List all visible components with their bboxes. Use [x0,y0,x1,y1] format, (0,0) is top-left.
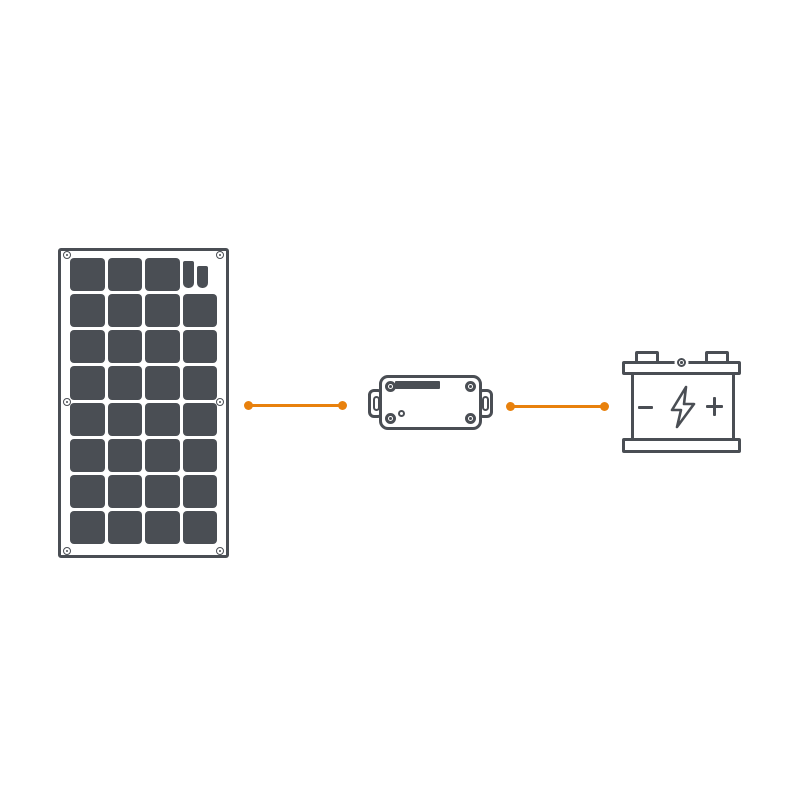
solar-cell [70,366,105,400]
screw-icon [465,381,476,392]
mounting-hole-icon [63,398,71,406]
solar-cell [70,474,105,508]
solar-cell [145,474,180,508]
solar-cell [145,330,180,364]
solar-cell [182,510,217,544]
solar-cell [145,402,180,436]
connector-dot-icon [600,402,609,411]
solar-cell [107,510,142,544]
solar-cell [145,510,180,544]
solar-cell [182,366,217,400]
screw-icon [385,381,396,392]
cable-port-icon [196,266,208,288]
mounting-hole-icon [216,398,224,406]
solar-cell [182,438,217,472]
solar-cell [107,438,142,472]
mounting-hole-icon [216,547,224,555]
junction-box [182,258,218,291]
plus-vertical-bar [713,397,716,416]
mounting-hole-icon [216,251,224,259]
solar-cell [107,294,142,328]
solar-cell [107,402,142,436]
plus-symbol [706,397,723,416]
led-indicator-icon [398,410,405,417]
cable-panel-to-controller [244,400,347,411]
solar-panel [58,248,229,558]
solar-cell [70,294,105,328]
solar-cell [70,438,105,472]
battery-base [622,438,741,453]
cable-line [248,404,343,407]
cable-port-icon [182,261,194,288]
cable-controller-to-battery [506,401,609,412]
solar-cell [70,258,105,292]
solar-cell [70,402,105,436]
screw-icon [385,413,396,424]
battery [622,350,741,453]
cable-line [510,405,605,408]
mounting-slot-icon [482,396,489,411]
solar-cell [145,294,180,328]
solar-cell [145,366,180,400]
minus-symbol [638,406,653,409]
solar-cell-grid [70,258,217,544]
controller-body [379,375,482,430]
lightning-bolt-icon [670,385,696,429]
charge-controller [368,375,493,430]
solar-cell [145,438,180,472]
solar-cell [107,474,142,508]
solar-cell [182,294,217,328]
solar-cell [182,474,217,508]
solar-cell [70,330,105,364]
mounting-hole-icon [63,547,71,555]
solar-cell [145,258,180,292]
solar-cell [107,366,142,400]
solar-cell [182,330,217,364]
vent-cap-icon [677,358,686,367]
solar-cell [70,510,105,544]
screw-icon [465,413,476,424]
label-bar [395,381,440,389]
solar-cell [107,258,142,292]
connector-dot-icon [338,401,347,410]
solar-cell [107,330,142,364]
solar-cell [182,402,217,436]
mounting-hole-icon [63,251,71,259]
